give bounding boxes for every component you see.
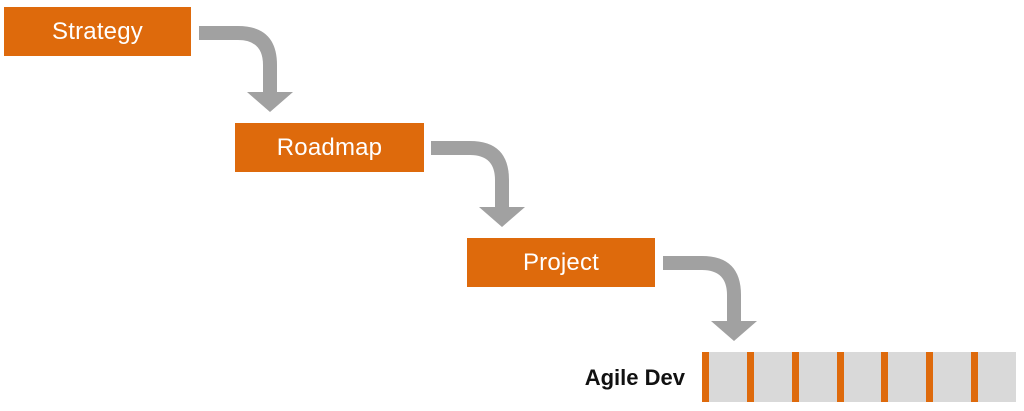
sprint-divider [702,352,709,402]
step-project: Project [467,238,655,287]
step-strategy: Strategy [4,7,191,56]
agile-dev-label: Agile Dev [584,365,685,390]
sprint-cell [843,352,882,402]
arrow-strategy-to-roadmap [199,26,293,112]
sprint-divider [926,352,934,402]
sprint-strip [702,352,1017,402]
sprint-divider [791,352,799,402]
arrow-project-to-agile [663,256,757,341]
sprint-divider [971,352,979,402]
sprint-cell [933,352,972,402]
step-roadmap-label: Roadmap [276,133,383,161]
sprint-divider [746,352,754,402]
sprint-cell [709,352,747,402]
step-strategy-label: Strategy [52,17,143,45]
sprint-divider [836,352,844,402]
sprint-cell [798,352,837,402]
arrow-roadmap-to-project [431,141,525,227]
step-project-label: Project [522,248,600,276]
sprint-divider [881,352,889,402]
sprint-cell [978,352,1017,402]
sprint-cell [753,352,792,402]
step-roadmap: Roadmap [235,123,424,172]
sprint-cell [888,352,927,402]
